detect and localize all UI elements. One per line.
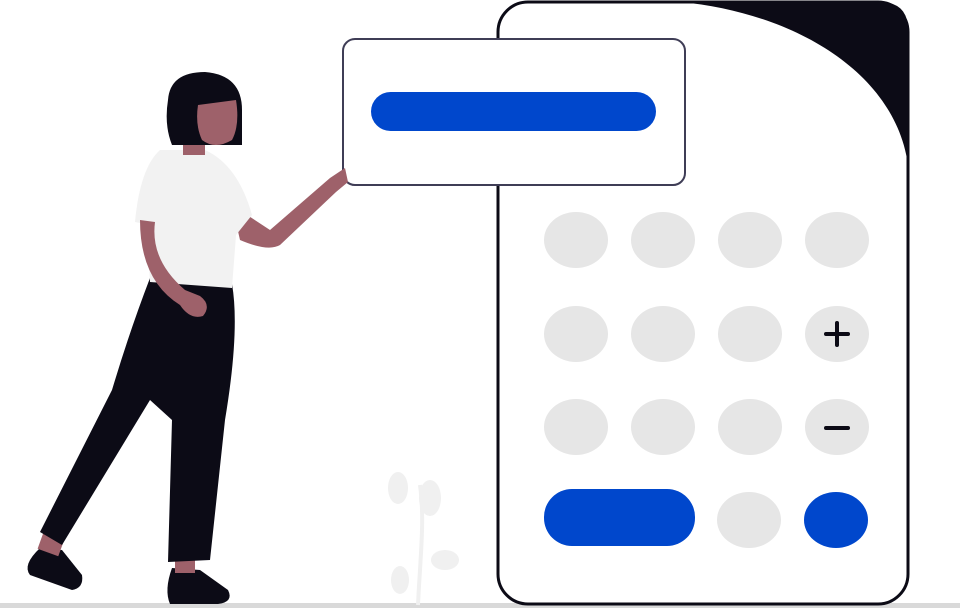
key[interactable] [544,399,608,455]
plus-key[interactable] [805,306,869,362]
plant-decoration [388,472,459,606]
key[interactable] [544,306,608,362]
key[interactable] [631,399,695,455]
key[interactable] [718,399,782,455]
key[interactable] [631,212,695,268]
minus-key[interactable] [805,399,869,455]
equals-key[interactable] [804,492,868,548]
key[interactable] [544,212,608,268]
plus-icon [824,321,850,347]
calculator-display [342,38,686,186]
key[interactable] [631,306,695,362]
display-value-bar [371,92,656,131]
woman-figure [27,72,348,604]
key[interactable] [718,306,782,362]
wide-key[interactable] [544,489,695,546]
key[interactable] [717,492,781,548]
keypad [544,212,869,548]
key[interactable] [805,212,869,268]
ground-line [0,603,960,608]
key[interactable] [718,212,782,268]
